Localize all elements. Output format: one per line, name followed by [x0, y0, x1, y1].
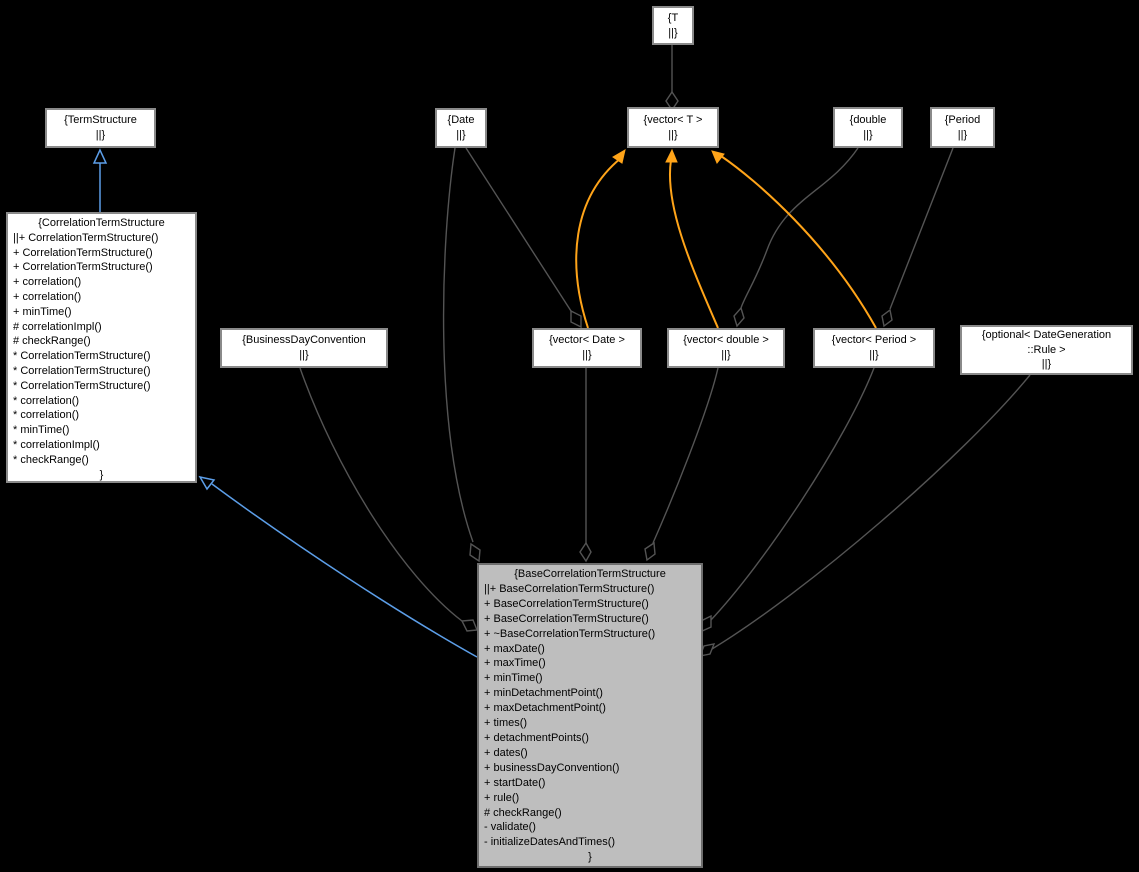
member-line: * CorrelationTermStructure() [13, 379, 151, 392]
member-line: {double [849, 113, 887, 126]
member-line: * checkRange() [13, 453, 89, 466]
template-arrow-icon [711, 150, 725, 164]
member-line: ||} [869, 349, 879, 361]
member-line: + dates() [484, 746, 528, 759]
edge-member-vector-double-to-base [652, 367, 719, 544]
member-line: + times() [484, 717, 528, 730]
node-vector-double[interactable]: {vector< double > ||} [667, 328, 785, 368]
member-line: + businessDayConvention() [484, 761, 620, 774]
member-line: {BusinessDayConvention [242, 334, 366, 347]
member-line: ||} [721, 349, 731, 361]
aggregation-diamond-icon [644, 541, 656, 562]
member-line: - validate() [484, 821, 536, 834]
member-line: {vector< T > [643, 113, 703, 126]
member-line: } [99, 468, 104, 481]
edge-member-vector-period-to-base [709, 367, 875, 622]
node-vector-date[interactable]: {vector< Date > ||} [532, 328, 642, 368]
node-optional-dategeneration-rule[interactable]: {optional< DateGeneration::Rule >||} [960, 325, 1133, 375]
edge-member-date-to-base [442, 147, 474, 543]
member-line: } [588, 851, 592, 864]
member-line: {Date [447, 114, 475, 127]
member-line: {vector< Date > [549, 334, 625, 347]
member-line: ||} [957, 128, 968, 141]
inheritance-arrow-icon [198, 475, 216, 491]
node-termstructure[interactable]: {TermStructure ||} [45, 108, 156, 148]
edge-template-vector-double-to-vector-t [669, 159, 719, 329]
member-line: + ~BaseCorrelationTermStructure() [484, 627, 656, 640]
member-line: {optional< DateGeneration [981, 328, 1112, 341]
member-line: + CorrelationTermStructure() [13, 261, 153, 274]
member-line: ||} [668, 26, 678, 39]
member-line: + minTime() [484, 672, 543, 685]
aggregation-diamond-icon [881, 308, 893, 328]
node-date[interactable]: {Date ||} [435, 108, 487, 148]
member-line: * correlationImpl() [13, 438, 100, 451]
member-line: + correlation() [13, 290, 82, 303]
member-line: {Period [944, 113, 981, 126]
member-line: + startDate() [484, 776, 546, 789]
member-line: {BaseCorrelationTermStructure [514, 568, 666, 580]
member-line: ||} [668, 128, 678, 141]
member-line: {TermStructure [64, 114, 137, 127]
node-period[interactable]: {Period ||} [930, 107, 995, 148]
member-line: + correlation() [13, 276, 82, 289]
member-line: + maxDetachmentPoint() [484, 702, 606, 715]
member-line: ||+ BaseCorrelationTermStructure() [484, 582, 655, 595]
member-line: + rule() [484, 791, 520, 804]
node-vector-period[interactable]: {vector< Period > ||} [813, 328, 935, 368]
edge-template-vector-date-to-vector-t [575, 157, 622, 329]
member-line: * correlation() [13, 409, 80, 422]
member-line: + maxTime() [484, 657, 546, 670]
member-line: + BaseCorrelationTermStructure() [484, 597, 649, 610]
inheritance-arrow-icon [92, 148, 108, 164]
edge-member-optional-to-base [711, 374, 1031, 650]
edge-member-double-to-vector-double [740, 147, 859, 309]
template-arrow-icon [612, 148, 626, 164]
member-line: ||+ CorrelationTermStructure() [13, 231, 159, 244]
member-line: + BaseCorrelationTermStructure() [484, 612, 649, 625]
aggregation-diamond-icon [460, 619, 478, 632]
member-line: ||} [582, 349, 592, 361]
node-vector-t[interactable]: {vector< T > ||} [627, 107, 719, 148]
node-correlationtermstructure[interactable]: {CorrelationTermStructure ||+ Correlation… [6, 212, 197, 483]
member-line: + minDetachmentPoint() [484, 687, 603, 700]
member-line: ||} [95, 129, 106, 141]
member-line: # correlationImpl() [13, 320, 102, 333]
member-line: {T [667, 11, 679, 24]
member-line: ||} [863, 128, 873, 141]
member-line: + maxDate() [484, 642, 545, 655]
aggregation-diamond-icon [570, 309, 582, 329]
member-line: {CorrelationTermStructure [38, 217, 165, 229]
member-line: - initializeDatesAndTimes() [484, 836, 616, 849]
member-line: + detachmentPoints() [484, 731, 589, 744]
aggregation-diamond-icon [469, 542, 481, 563]
edge-inherit-base-to-correlation [211, 483, 478, 658]
member-line: * CorrelationTermStructure() [13, 364, 151, 377]
member-line: {vector< double > [683, 334, 769, 347]
edge-template-vector-period-to-vector-t [720, 155, 877, 329]
member-line: + minTime() [13, 305, 72, 318]
template-arrow-icon [665, 148, 678, 163]
aggregation-diamond-icon [733, 306, 745, 328]
node-businessdayconvention[interactable]: {BusinessDayConvention ||} [220, 328, 388, 368]
member-line: # checkRange() [13, 335, 91, 348]
member-line: # checkRange() [484, 806, 562, 819]
node-double[interactable]: {double ||} [833, 107, 903, 148]
edge-member-date-to-vector-date [465, 147, 572, 312]
member-line: + CorrelationTermStructure() [13, 246, 153, 259]
node-t[interactable]: {T ||} [652, 6, 694, 45]
edge-member-period-to-vector-period [889, 147, 954, 310]
member-line: ||} [299, 349, 309, 361]
member-line: * minTime() [13, 424, 70, 437]
member-line: {vector< Period > [831, 334, 917, 347]
aggregation-diamond-icon [579, 541, 592, 563]
node-basecorrelationtermstructure[interactable]: {BaseCorrelationTermStructure ||+ BaseCor… [477, 563, 703, 868]
member-line: * CorrelationTermStructure() [13, 350, 151, 363]
member-line: ||} [456, 129, 466, 141]
member-line: * correlation() [13, 394, 80, 407]
member-line: ::Rule > [1027, 343, 1066, 356]
edge-member-bdc-to-base [299, 367, 463, 622]
member-line: ||} [1041, 358, 1052, 371]
